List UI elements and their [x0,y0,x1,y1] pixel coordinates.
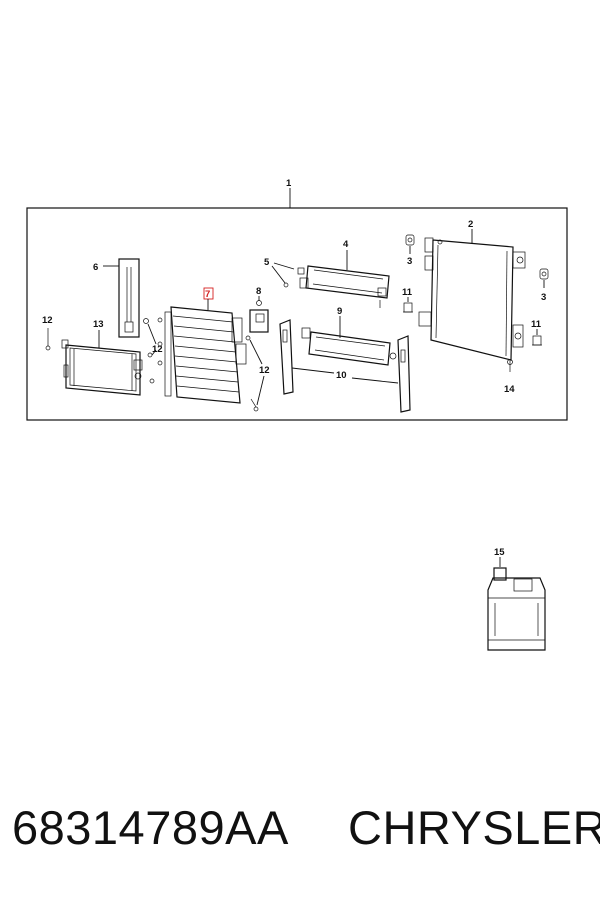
callout-11-right: 11 [531,319,542,330]
part-5-fastener [283,267,305,288]
callout-8: 8 [256,286,261,297]
part-12-bolts-middle [143,317,163,384]
part-10-seals [279,319,411,413]
callout-13: 13 [93,319,104,330]
callout-10: 10 [336,370,347,381]
leader-10b [351,377,399,384]
callout-15: 15 [494,547,505,558]
part-8-bracket [249,300,269,333]
callout-6: 6 [93,262,98,273]
callout-12-right: 12 [259,365,270,376]
part-12-bolt-left [45,328,51,351]
callout-2: 2 [468,219,473,230]
part-13-cooler [61,339,143,396]
callout-7: 7 [205,289,210,300]
callout-3-upper: 3 [407,256,412,267]
leader-5a [273,262,295,270]
callout-12-left: 12 [42,315,53,326]
part-14-drain [507,359,513,372]
leader-5b [271,265,286,284]
part-3-isolator-right [539,268,549,280]
part-15-coolant-jug [487,567,546,651]
part-11-clip-right [532,335,542,346]
part-9-lower-cooler [301,327,397,366]
callout-1: 1 [286,178,292,189]
callout-4: 4 [343,239,349,250]
part-2-radiator [418,237,526,361]
part-12-bolts-right [245,335,265,412]
callout-12-middle: 12 [152,344,163,355]
callout-11-left: 11 [402,287,413,298]
part-4-upper-cooler [299,265,390,308]
part-7-condenser [164,306,247,404]
callout-14: 14 [504,384,515,395]
assembly-frame [26,207,568,421]
callout-7-box [203,287,214,300]
part-11-clip-left [403,302,413,313]
footer: 68314789AA CHRYSLER [0,800,600,870]
callout-3-right: 3 [541,292,546,303]
callout-5: 5 [264,257,270,268]
part-6-tube [118,258,140,338]
brand-name: CHRYSLER [348,801,600,854]
part-number: 68314789AA [12,801,289,854]
callout-9: 9 [337,306,342,317]
part-3-isolator-upper [405,234,415,246]
leader-10a [291,367,335,374]
